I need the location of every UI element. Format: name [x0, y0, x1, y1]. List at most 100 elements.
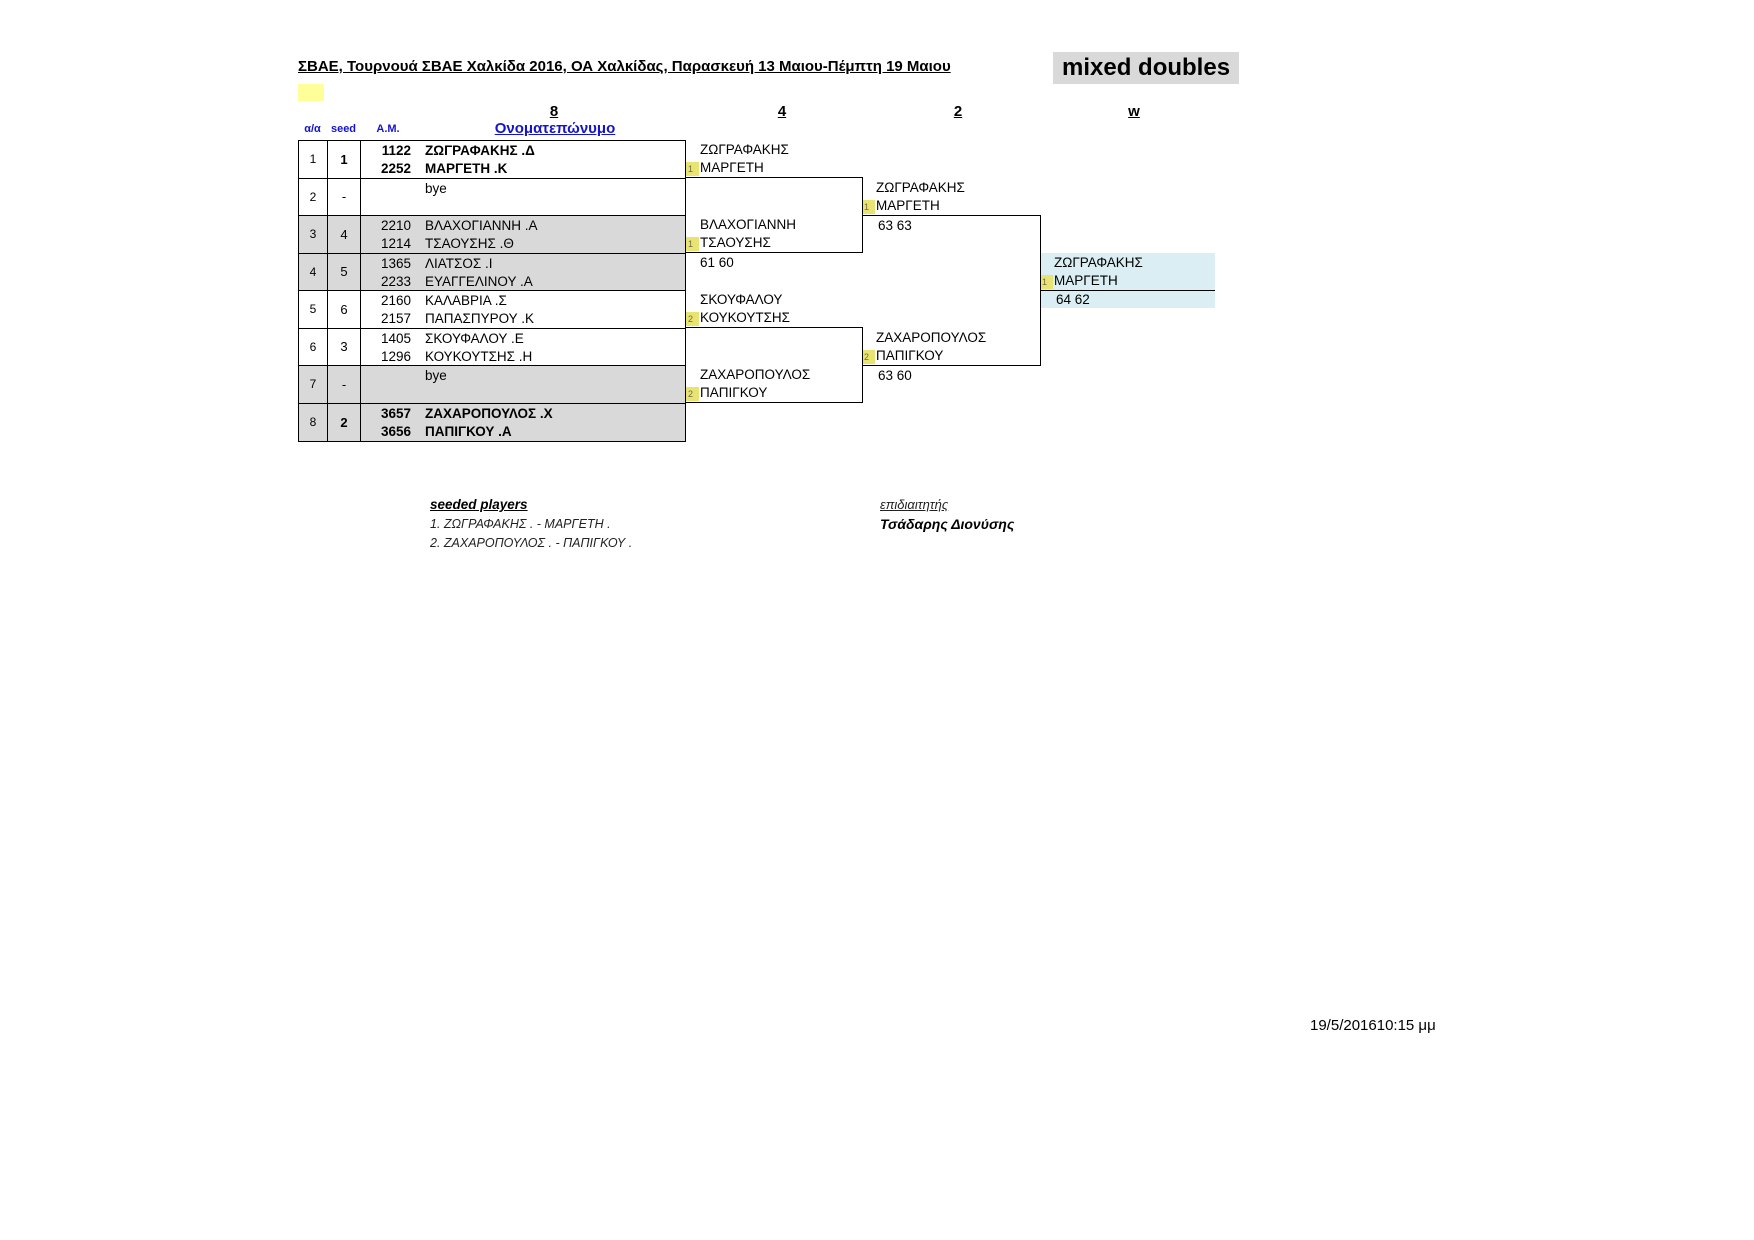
seed-marker: 2	[686, 387, 699, 401]
player-name: ΖΩΓΡΑΦΑΚΗΣ .Δ	[425, 143, 535, 158]
winner-name: ΚΟΥΚΟΥΤΣΗΣ	[700, 310, 791, 325]
winner-name: ΠΑΠΙΓΚΟΥ	[876, 348, 944, 363]
row-team: 1405 ΣΚΟΥΦΑΛΟΥ .Ε 1296 ΚΟΥΚΟΥΤΣΗΣ .Η	[361, 329, 685, 366]
winner-name: ΖΩΓΡΑΦΑΚΗΣ	[700, 142, 789, 157]
player-am: 2210	[380, 218, 411, 233]
referee-name: Τσάδαρης Διονύσης	[880, 516, 1015, 532]
col-label-am: Α.Μ.	[376, 123, 400, 135]
bracket-line	[686, 402, 862, 403]
col-label-pos: α/α	[304, 123, 321, 135]
champion-highlight	[1040, 253, 1215, 308]
row-position: 4	[299, 253, 328, 290]
winner-name: ΠΑΠΙΓΚΟΥ	[700, 385, 768, 400]
player-am: 2160	[380, 293, 411, 308]
player-am: 2157	[380, 311, 411, 326]
row-seed: 1	[328, 141, 361, 178]
bracket-line	[862, 365, 1040, 366]
winner-name: ΣΚΟΥΦΑΛΟΥ	[700, 292, 783, 307]
player-am: 1365	[380, 255, 411, 271]
match-score-sf1: 63 63	[878, 218, 912, 233]
draw-row-2: 2 - bye	[299, 178, 685, 216]
print-timestamp: 19/5/201610:15 μμ	[1310, 1017, 1436, 1034]
referee-label: επιδιαιτητής	[880, 497, 949, 512]
player-name: ΛΙΑΤΣΟΣ .Ι	[425, 255, 493, 271]
player-name: ΖΑΧΑΡΟΠΟΥΛΟΣ .Χ	[425, 405, 553, 421]
row-team: bye	[361, 366, 685, 403]
seeded-player-1: 1. ΖΩΓΡΑΦΑΚΗΣ . - ΜΑΡΓΕΤΗ .	[430, 517, 611, 531]
event-label: mixed doubles	[1053, 52, 1240, 84]
player-name: ΚΟΥΚΟΥΤΣΗΣ .Η	[425, 348, 533, 364]
row-seed: -	[328, 366, 361, 403]
player-am	[361, 198, 411, 216]
tournament-title: ΣΒΑΕ, Τουρνουά ΣΒΑΕ Χαλκίδα 2016, ΟΑ Χαλ…	[298, 58, 951, 75]
player-name: ΚΑΛΑΒΡΙΑ .Σ	[425, 293, 507, 308]
col-label-seed: seed	[330, 123, 357, 135]
bye-label: bye	[425, 368, 447, 383]
row-seed: 6	[328, 291, 361, 328]
row-seed: -	[328, 178, 361, 215]
player-name: ΜΑΡΓΕΤΗ .Κ	[425, 161, 508, 176]
bracket-line	[1040, 290, 1215, 291]
row-position: 2	[299, 178, 328, 215]
winner-name: ΖΩΓΡΑΦΑΚΗΣ	[1054, 255, 1143, 270]
row-seed: 4	[328, 216, 361, 253]
row-position: 5	[299, 291, 328, 328]
row-position: 7	[299, 366, 328, 403]
player-am: 3656	[380, 423, 411, 439]
row-team: 2160 ΚΑΛΑΒΡΙΑ .Σ 2157 ΠΑΠΑΣΠΥΡΟΥ .Κ	[361, 291, 685, 328]
seed-marker: 2	[862, 350, 875, 364]
bracket-line	[686, 252, 862, 253]
match-score-final: 64 62	[1056, 292, 1090, 307]
player-am: 1296	[380, 348, 411, 364]
player-name: ΣΚΟΥΦΑΛΟΥ .Ε	[425, 330, 524, 346]
seed-marker: 1	[1040, 275, 1053, 289]
match-score-sf2: 63 60	[878, 368, 912, 383]
match-score-qf2: 61 60	[700, 255, 734, 270]
bracket-line	[686, 327, 862, 328]
winner-name: ΜΑΡΓΕΤΗ	[1054, 273, 1118, 288]
bracket-line	[862, 215, 1040, 216]
draw-row-5: 5 6 2160 ΚΑΛΑΒΡΙΑ .Σ 2157 ΠΑΠΑΣΠΥΡΟΥ .Κ	[299, 291, 685, 329]
player-name: ΠΑΠΑΣΠΥΡΟΥ .Κ	[425, 311, 534, 326]
row-position: 1	[299, 141, 328, 178]
player-am: 1405	[380, 330, 411, 346]
row-team: bye	[361, 179, 685, 216]
col-label-name: Ονοματεπώνυμο	[494, 120, 616, 137]
round-header-winner: w	[1128, 103, 1140, 120]
seed-marker: 1	[686, 237, 699, 251]
draw-row-7: 7 - bye	[299, 366, 685, 404]
row-seed: 2	[328, 403, 361, 441]
highlight-cell	[298, 84, 324, 101]
bracket-line	[686, 177, 862, 178]
player-name: ΤΣΑΟΥΣΗΣ .Θ	[425, 236, 514, 251]
winner-name: ΖΑΧΑΡΟΠΟΥΛΟΣ	[700, 367, 811, 382]
player-am: 2252	[380, 161, 411, 176]
bye-label: bye	[425, 180, 447, 196]
player-name: ΒΛΑΧΟΓΙΑΝΝΗ .Α	[425, 218, 538, 233]
row-seed: 3	[328, 328, 361, 365]
player-am: 2233	[380, 273, 411, 289]
seeded-players-title: seeded players	[430, 497, 528, 512]
player-name: ΠΑΠΙΓΚΟΥ .Α	[425, 423, 512, 439]
seeded-player-2: 2. ΖΑΧΑΡΟΠΟΥΛΟΣ . - ΠΑΠΙΓΚΟΥ .	[430, 536, 633, 550]
row-position: 8	[299, 403, 328, 441]
winner-name: ΜΑΡΓΕΤΗ	[876, 198, 940, 213]
round-header-2: 2	[953, 103, 963, 120]
player-am	[361, 367, 411, 385]
player-am	[361, 385, 411, 403]
player-name: ΕΥΑΓΓΕΛΙΝΟΥ .Α	[425, 273, 533, 289]
